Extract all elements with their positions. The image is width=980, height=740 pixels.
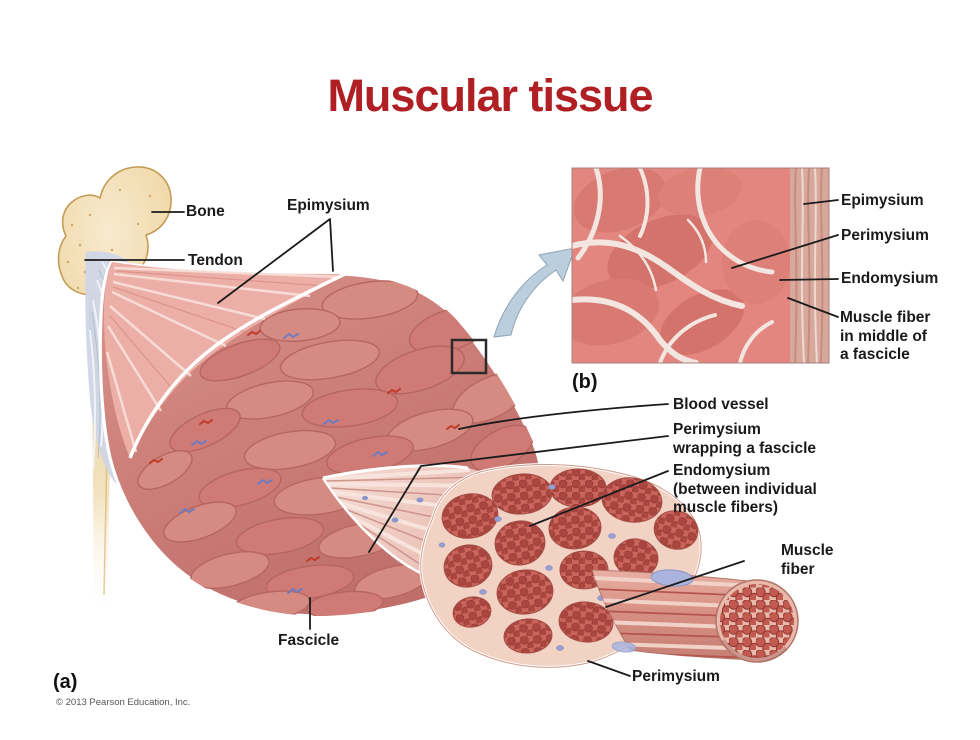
panel-a-tag: (a) bbox=[53, 671, 78, 693]
label-inset-endomysium: Endomysium bbox=[841, 270, 939, 287]
copyright-text: © 2013 Pearson Education, Inc. bbox=[56, 697, 191, 708]
inset-perimysium-leader-line bbox=[731, 234, 839, 269]
magnify-arrow-icon bbox=[493, 247, 576, 338]
perimysium-wrapping-leader-line bbox=[368, 435, 669, 553]
label-tendon: Tendon bbox=[188, 252, 243, 269]
muscle-fiber-leader-line bbox=[605, 560, 745, 608]
muscle-fiber-illustration bbox=[591, 569, 799, 663]
label-endomysium: Endomysium (between individual muscle fi… bbox=[673, 462, 817, 516]
label-inset-epimysium: Epimysium bbox=[841, 192, 924, 209]
histology-micrograph bbox=[571, 167, 830, 364]
label-epimysium: Epimysium bbox=[287, 197, 370, 214]
zoom-region-marker bbox=[450, 338, 488, 375]
label-blood-vessel: Blood vessel bbox=[673, 396, 769, 413]
epimysium-leader-line bbox=[217, 218, 334, 304]
label-inset-muscle-fiber: Muscle fiber in middle of a fascicle bbox=[840, 309, 931, 363]
cross-section-nuclei bbox=[438, 484, 661, 651]
label-muscle-fiber: Muscle fiber bbox=[781, 542, 834, 578]
label-bone: Bone bbox=[186, 203, 225, 220]
label-inset-perimysium: Perimysium bbox=[841, 227, 929, 244]
perimysium-bottom-leader-line bbox=[587, 660, 631, 677]
panel-b-tag: (b) bbox=[572, 371, 598, 393]
inset-endomysium-leader-line bbox=[779, 278, 839, 281]
blood-vessel-leader-line bbox=[458, 403, 669, 430]
label-fascicle: Fascicle bbox=[278, 632, 340, 649]
inset-muscle-fiber-leader-line bbox=[787, 297, 839, 318]
endomysium-leader-line bbox=[529, 470, 669, 527]
page-title: Muscular tissue bbox=[327, 70, 653, 121]
leader-lines bbox=[84, 199, 839, 677]
inset-epimysium-leader-line bbox=[803, 199, 839, 205]
label-perimysium-bottom: Perimysium bbox=[632, 668, 720, 685]
label-perimysium-wrapping: Perimysium wrapping a fascicle bbox=[673, 421, 816, 457]
tendon-sheet-overlay bbox=[103, 262, 346, 459]
